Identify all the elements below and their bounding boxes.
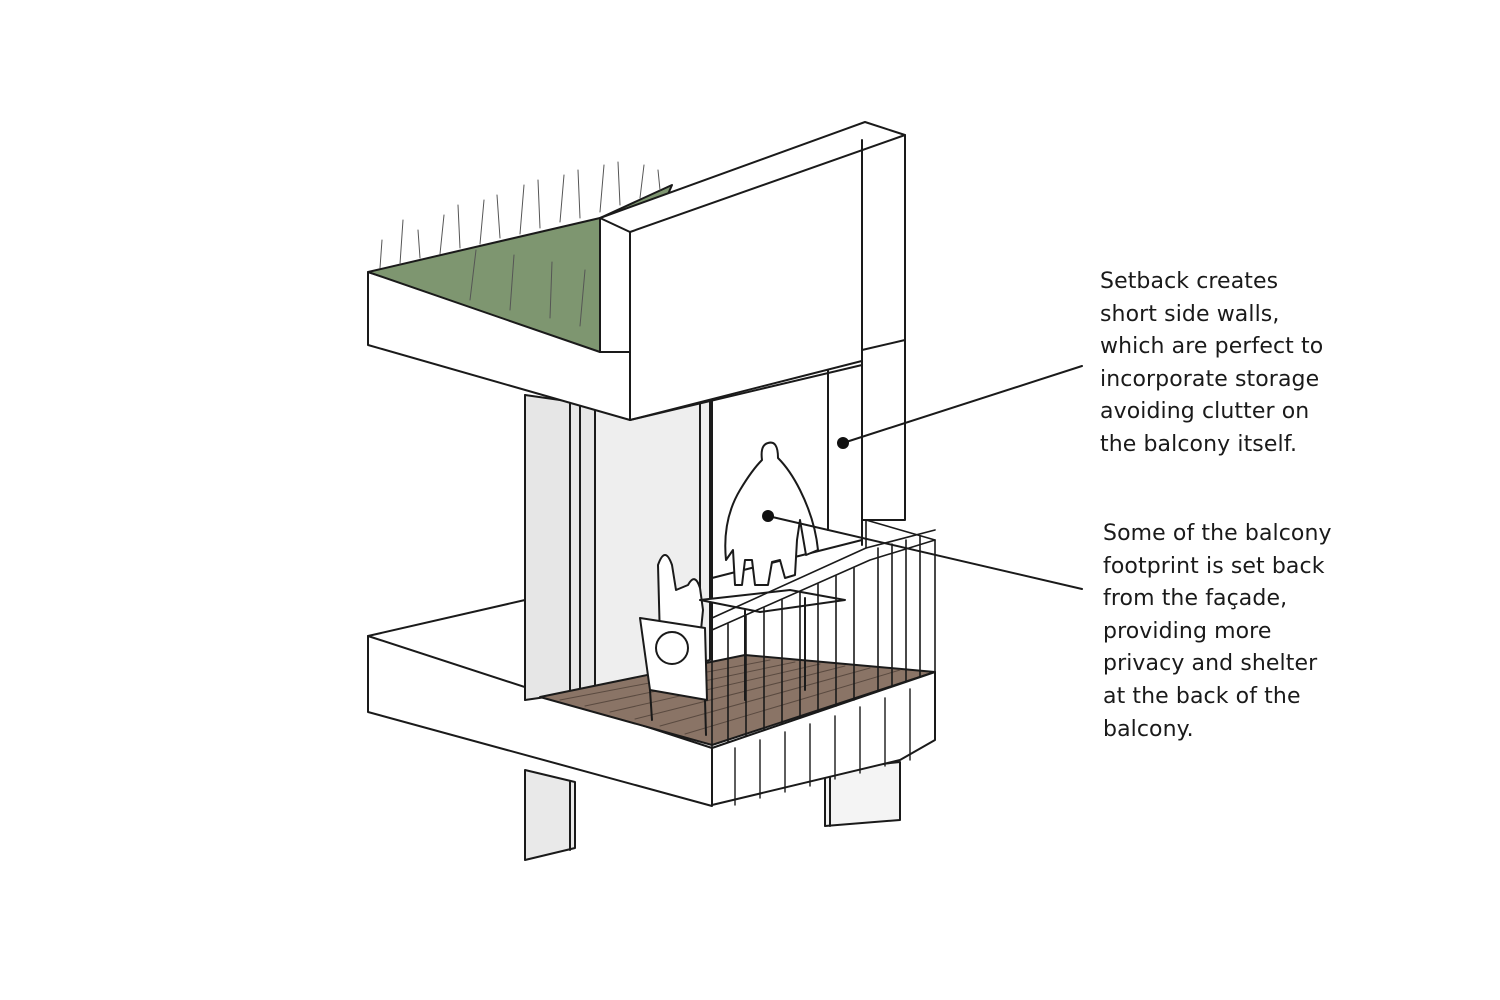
balustrade-fascia [711, 671, 936, 806]
annotation-side-walls: Setback creates short side walls, which … [1100, 269, 1324, 457]
leader-lines [767, 365, 1083, 590]
leader-dot-side-walls [837, 437, 849, 449]
leader-dot-setback [762, 510, 774, 522]
balcony-railing [711, 519, 936, 749]
upper-floor-block [367, 121, 906, 521]
annotation-setback: Some of the balcony footprint is set bac… [1103, 521, 1332, 742]
